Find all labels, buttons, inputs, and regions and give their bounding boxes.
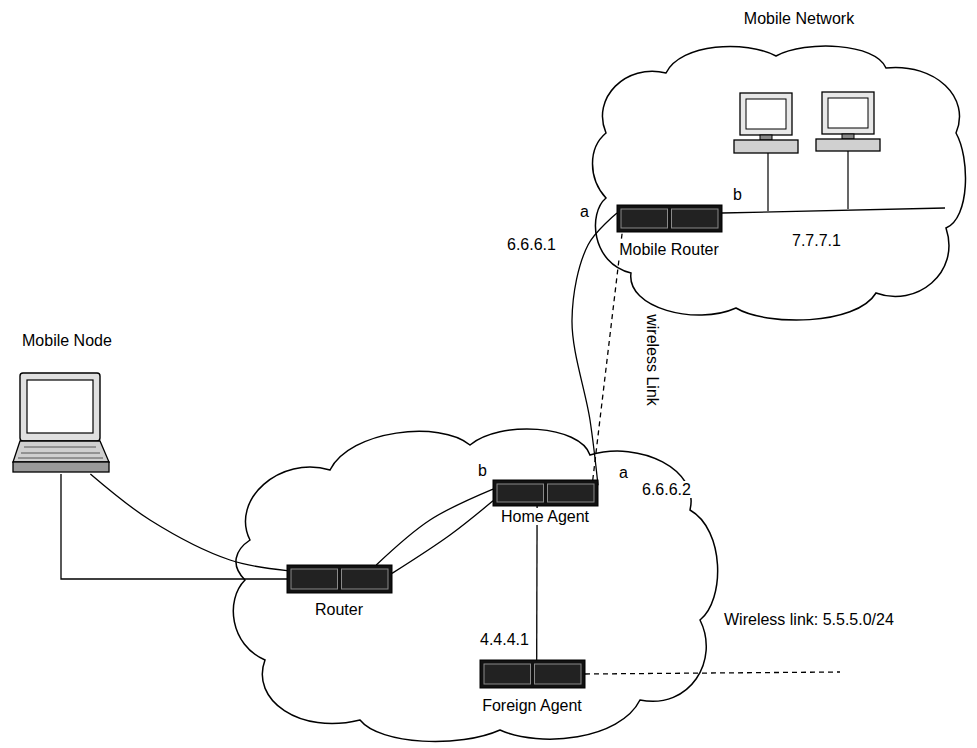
device-panel xyxy=(497,484,544,502)
label-holder: 7.7.7.1 xyxy=(790,232,843,250)
interface-label: b xyxy=(476,462,489,479)
node-label-holder: Mobile Network xyxy=(742,10,856,28)
label-holder: b xyxy=(731,186,744,204)
interface-label: a xyxy=(578,203,591,220)
device-panel xyxy=(342,569,389,589)
interface-label: b xyxy=(731,186,744,203)
interface-label: a xyxy=(617,464,630,481)
label-holder: 6.6.6.1 xyxy=(505,236,558,254)
laptop-screen xyxy=(27,380,93,433)
label-holder: 6.6.6.2 xyxy=(640,481,693,499)
node-label-holder: Mobile Node xyxy=(20,332,114,350)
router-device-outline xyxy=(287,565,392,593)
laptop-lid xyxy=(20,373,100,441)
computer-icon xyxy=(816,92,880,151)
node-label-holder: Mobile Router xyxy=(617,241,721,259)
wired-connector xyxy=(90,474,287,571)
node-label: Mobile Node xyxy=(20,332,114,349)
interface-label: 6.6.6.1 xyxy=(505,236,558,253)
interface-label: Wireless link: 5.5.5.0/24 xyxy=(722,611,896,628)
lan-drop xyxy=(847,151,848,209)
device-body xyxy=(480,660,585,688)
monitor-stand xyxy=(842,134,854,139)
node-label: Home Agent xyxy=(499,508,591,525)
node-label: Router xyxy=(313,601,365,618)
lan-drop xyxy=(767,153,768,211)
interface-label: 6.6.6.2 xyxy=(640,481,693,498)
node-label-holder: Router xyxy=(313,601,365,619)
network-cloud xyxy=(233,429,717,742)
device-body xyxy=(493,480,598,506)
wired-connector xyxy=(392,501,493,574)
node-label: Mobile Router xyxy=(617,241,721,258)
device-panel xyxy=(291,569,338,589)
desktop-base xyxy=(816,139,880,151)
device-panel xyxy=(672,209,719,228)
label-holder: Wireless link: 5.5.5.0/24 xyxy=(722,611,896,629)
device-panel xyxy=(548,484,595,502)
label-holder: a xyxy=(578,203,591,221)
wired-connector xyxy=(376,489,493,565)
wireless-connector xyxy=(593,232,623,480)
router-device: Foreign Agent xyxy=(480,660,585,688)
monitor-stand xyxy=(760,135,772,140)
laptop-keys xyxy=(18,447,103,458)
laptop-keyboard xyxy=(13,441,109,462)
device-body xyxy=(287,565,392,593)
computer-icon xyxy=(734,93,798,153)
laptop-base xyxy=(13,462,109,472)
link-label: wireless Link xyxy=(644,312,661,408)
interface-label: 4.4.4.1 xyxy=(478,631,531,648)
wired-connector xyxy=(61,474,287,579)
router-device: Home Agent xyxy=(493,480,598,506)
monitor-frame xyxy=(740,93,792,135)
wireless-link-line xyxy=(585,672,840,674)
network-cloud: Mobile NetworkMobile Router xyxy=(586,38,970,328)
network-cloud-outline xyxy=(586,38,970,328)
laptop-node-outline xyxy=(12,372,110,474)
monitor-frame xyxy=(822,92,874,134)
monitor-screen xyxy=(746,99,786,129)
router-device-outline xyxy=(617,205,722,232)
device-body xyxy=(617,205,722,232)
cloud-outline xyxy=(593,46,966,320)
node-label-holder: Foreign Agent xyxy=(480,697,584,715)
interface-label: 7.7.7.1 xyxy=(790,232,843,249)
device-panel xyxy=(535,664,582,684)
device-panel xyxy=(621,209,668,228)
label-holder: a xyxy=(617,464,630,482)
wired-connector xyxy=(536,506,538,660)
laptop-node: Mobile Node xyxy=(12,372,110,474)
router-device: Mobile Router xyxy=(617,205,722,232)
router-device-outline xyxy=(493,480,598,506)
node-label: Mobile Network xyxy=(742,10,856,27)
node-label-holder: Home Agent xyxy=(499,508,591,526)
label-holder: wireless Link xyxy=(643,312,661,408)
label-holder: 4.4.4.1 xyxy=(478,631,531,649)
monitor-screen xyxy=(828,98,868,128)
router-device: Router xyxy=(287,565,392,593)
desktop-base xyxy=(734,140,798,153)
device-panel xyxy=(484,664,531,684)
router-device-outline xyxy=(480,660,585,688)
lan-wire xyxy=(722,208,945,213)
node-label: Foreign Agent xyxy=(480,697,584,714)
label-holder: b xyxy=(476,462,489,480)
wired-connector xyxy=(572,213,617,485)
